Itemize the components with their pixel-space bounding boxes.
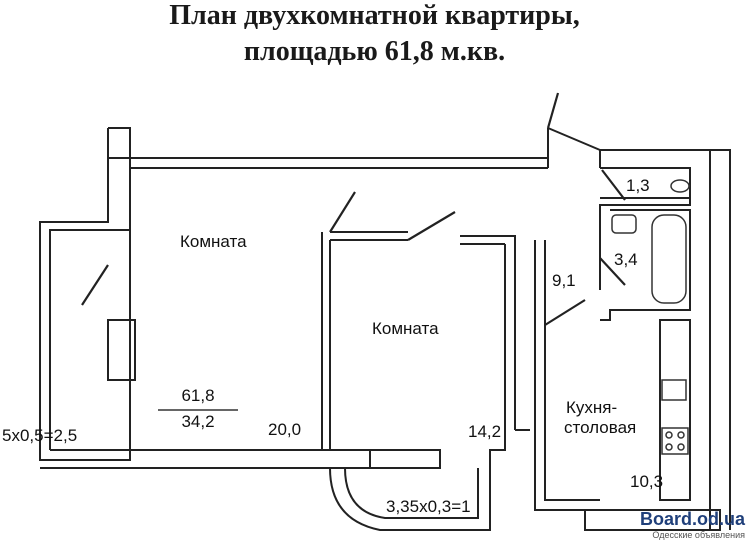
loggia-arc (329, 467, 491, 531)
room1-bottom-wall (40, 449, 371, 469)
room2-top-wall (330, 231, 516, 430)
watermark-site: Board.od.ua (639, 509, 745, 529)
toilet-icon (670, 179, 690, 193)
room2-area: 14,2 (468, 422, 502, 441)
hall-area: 9,1 (552, 271, 576, 290)
door-room1 (329, 191, 356, 233)
stove-burner-icon (665, 443, 673, 451)
sink-icon (661, 379, 687, 401)
kitchen-area: 10,3 (630, 472, 664, 491)
washbasin-icon (611, 214, 637, 234)
door-room2 (407, 211, 456, 241)
loggia-inner (344, 467, 479, 519)
room2-right-wall (489, 244, 530, 508)
outer-wall-top (107, 128, 549, 169)
bathtub-icon (651, 214, 687, 304)
door-entrance (546, 92, 560, 129)
partition-wall (321, 232, 331, 450)
door-bathroom (599, 257, 626, 286)
total-area: 61,8 (181, 386, 215, 405)
loggia-area: 3,35х0,3=1 (386, 497, 471, 516)
kitchen-right-wall (659, 319, 691, 501)
door-hall (544, 299, 586, 326)
bathroom-area: 3,4 (614, 250, 638, 269)
outer-wall-right (710, 149, 731, 530)
room1-area: 20,0 (268, 420, 302, 439)
kitchen-label-line2: столовая (564, 418, 637, 437)
watermark-subtitle: Одесские объявления (652, 530, 745, 540)
room2-label: Комната (372, 319, 439, 338)
kitchen-label-line1: Кухня- (566, 398, 618, 417)
plan-title-line1: План двухкомнатной квартиры, (169, 0, 580, 31)
stove-icon (661, 427, 689, 455)
door-balcony (81, 264, 109, 306)
toilet-area: 1,3 (626, 176, 650, 195)
balcony-area: 5х0,5=2,5 (2, 426, 78, 445)
hall-top-wall (547, 127, 601, 168)
stove-burner-icon (665, 431, 673, 439)
kitchen-bottom (584, 509, 721, 531)
room2-bottom-wall (370, 449, 441, 469)
watermark: Board.od.ua Одесские объявления (640, 509, 745, 540)
stove-burner-icon (677, 431, 685, 439)
room1-left-wall (107, 319, 136, 381)
stove-burner-icon (677, 443, 685, 451)
outer-wall-top-inner (108, 127, 131, 158)
plan-title-line2: площадью 61,8 м.кв. (243, 36, 506, 67)
door-toilet (601, 169, 626, 201)
balcony-rail (40, 168, 131, 461)
room1-label: Комната (180, 232, 247, 251)
outer-wall-left (39, 158, 131, 461)
hall-left-wall (534, 240, 600, 511)
living-area: 34,2 (181, 412, 215, 431)
